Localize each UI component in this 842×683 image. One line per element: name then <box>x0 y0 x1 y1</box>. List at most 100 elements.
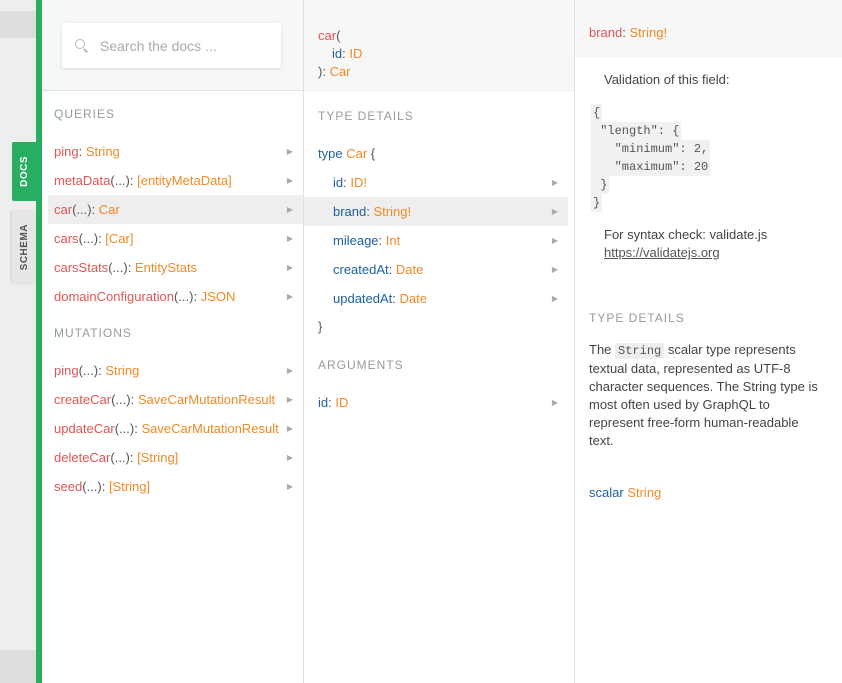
query-metadata[interactable]: metaData(...): [entityMetaData]▶ <box>42 166 303 195</box>
arrow-right-icon: ▶ <box>551 207 558 216</box>
field-type: [entityMetaData] <box>137 173 232 188</box>
schema-tab[interactable]: SCHEMA <box>12 211 36 283</box>
arrow-right-icon: ▶ <box>551 294 558 303</box>
car-field-brand[interactable]: brand: String!▶ <box>304 197 568 226</box>
car-field-updatedat[interactable]: updatedAt: Date▶ <box>304 284 568 313</box>
docs-tab-label: DOCS <box>18 156 30 187</box>
search-input[interactable] <box>100 37 270 54</box>
type-details-title: TYPE DETAILS <box>318 109 414 123</box>
field-name: cars <box>54 231 79 246</box>
colon: : <box>366 204 374 219</box>
arrow-right-icon: ▶ <box>286 205 293 214</box>
type-name[interactable]: Car <box>346 146 368 161</box>
field-type: Car <box>98 202 120 217</box>
brand-field-column: brand: String! Validation of this field:… <box>575 0 842 683</box>
field-type: EntityStats <box>134 260 198 275</box>
field-type: [String] <box>108 479 151 494</box>
arrow-right-icon: ▶ <box>551 178 558 187</box>
arrow-right-icon: ▶ <box>286 395 293 404</box>
code-line: { <box>591 104 603 122</box>
colon: : <box>134 421 142 436</box>
field-name: createdAt <box>333 262 389 277</box>
signature-arg-type[interactable]: ID <box>349 46 363 61</box>
docs-accent-bar <box>36 0 42 683</box>
car-field-column: car( id: ID ): Car TYPE DETAILS type Car… <box>304 0 575 683</box>
field-type: String <box>85 144 120 159</box>
validation-text: Validation of this field: <box>604 72 730 87</box>
query-ping[interactable]: ping: String▶ <box>42 137 303 166</box>
validatejs-link[interactable]: https://validatejs.org <box>604 245 720 260</box>
mutation-deletecar[interactable]: deleteCar(...): [String]▶ <box>42 443 303 472</box>
field-name: carsStats <box>54 260 109 275</box>
brand-field-type[interactable]: String! <box>629 25 668 40</box>
field-args: (...) <box>173 289 194 304</box>
field-type: JSON <box>200 289 236 304</box>
colon: : <box>78 144 86 159</box>
colon: : <box>98 231 106 246</box>
schema-tab-label: SCHEMA <box>18 223 30 271</box>
arrow-right-icon: ▶ <box>286 176 293 185</box>
car-field-id[interactable]: id: ID!▶ <box>304 168 568 197</box>
colon: : <box>378 233 386 248</box>
search-box[interactable] <box>62 23 281 68</box>
code-line: "maximum": 20 <box>591 158 711 176</box>
field-args: (...) <box>110 173 130 188</box>
colon: : <box>343 175 351 190</box>
field-name: metaData <box>54 173 111 188</box>
query-domainconfiguration[interactable]: domainConfiguration(...): JSON▶ <box>42 282 303 311</box>
type-definition-open: type Car { <box>318 146 375 161</box>
mutation-ping[interactable]: ping(...): String▶ <box>42 356 303 385</box>
field-name: car <box>54 202 73 217</box>
field-type: String <box>105 363 140 378</box>
brand-field-name: brand <box>589 25 623 40</box>
validation-code: { "length": { "minimum": 2, "maximum": 2… <box>591 104 711 212</box>
car-field-mileage[interactable]: mileage: Int▶ <box>304 226 568 255</box>
query-cars[interactable]: cars(...): [Car]▶ <box>42 224 303 253</box>
argument-name: id <box>318 395 329 410</box>
code-line: "minimum": 2, <box>591 140 711 158</box>
field-args: (...) <box>72 202 92 217</box>
field-name: ping <box>54 144 79 159</box>
docs-root-column: QUERIES ping: String▶ metaData(...): [en… <box>42 0 304 683</box>
queries-list: ping: String▶ metaData(...): [entityMeta… <box>42 137 303 311</box>
field-args: (...) <box>110 450 130 465</box>
field-type: [Car] <box>105 231 134 246</box>
docs-tab[interactable]: DOCS <box>12 142 36 201</box>
field-args: (...) <box>111 392 131 407</box>
playground-strip <box>0 0 36 683</box>
brand-type-details-title: TYPE DETAILS <box>589 311 685 325</box>
field-name: seed <box>54 479 83 494</box>
colon: : <box>127 260 135 275</box>
field-args: (...) <box>108 260 128 275</box>
code-line: } <box>591 176 610 194</box>
arguments-title: ARGUMENTS <box>318 358 404 372</box>
field-name: domainConfiguration <box>54 289 174 304</box>
scalar-definition: scalar String <box>589 485 661 500</box>
syntax-text: For syntax check: validate.js <box>604 227 768 242</box>
query-carsstats[interactable]: carsStats(...): EntityStats ▶ <box>42 253 303 282</box>
query-car[interactable]: car(...): Car▶ <box>48 195 303 224</box>
open-paren: ( <box>336 28 341 43</box>
desc-after: scalar type represents textual data, rep… <box>589 342 818 448</box>
field-name: mileage <box>333 233 379 248</box>
field-type: String! <box>373 204 412 219</box>
colon: : <box>388 262 396 277</box>
signature-return-type[interactable]: Car <box>329 64 351 79</box>
car-signature: car( id: ID ): Car <box>304 0 574 92</box>
mutation-seed[interactable]: seed(...): [String]▶ <box>42 472 303 501</box>
colon: : <box>392 291 400 306</box>
close-brace: } <box>318 319 323 334</box>
mutation-createcar[interactable]: createCar(...): SaveCarMutationResult▶ <box>42 385 303 414</box>
arrow-right-icon: ▶ <box>286 482 293 491</box>
field-name: createCar <box>54 392 112 407</box>
argument-id[interactable]: id: ID▶ <box>304 388 568 417</box>
field-args: (...) <box>82 479 102 494</box>
arrow-right-icon: ▶ <box>286 263 293 272</box>
mutation-updatecar[interactable]: updateCar(...): SaveCarMutationResult▶ <box>42 414 303 443</box>
type-keyword: type <box>318 146 343 161</box>
car-fields-list: id: ID!▶ brand: String!▶ mileage: Int▶ c… <box>304 168 568 313</box>
car-field-createdat[interactable]: createdAt: Date▶ <box>304 255 568 284</box>
field-type: [String] <box>137 450 179 465</box>
queries-title: QUERIES <box>54 107 116 121</box>
mutations-list: ping(...): String▶ createCar(...): SaveC… <box>42 356 303 501</box>
